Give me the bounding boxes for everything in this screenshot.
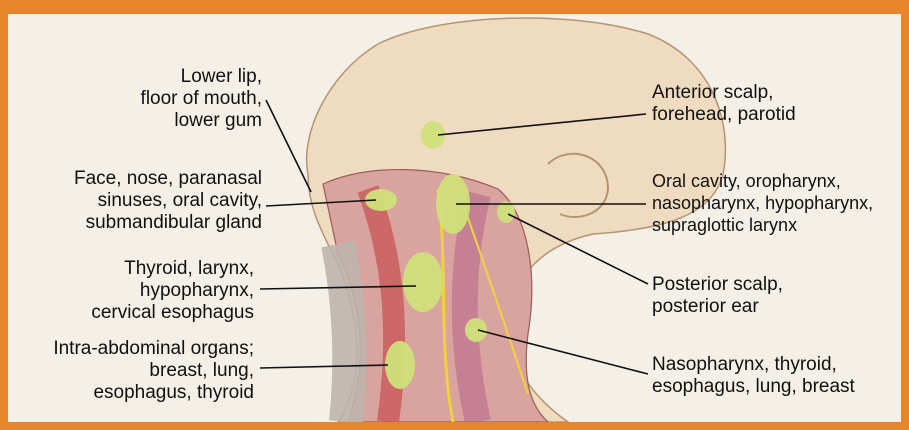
diagram-panel: Lower lip, floor of mouth, lower gum Fac… <box>8 14 901 422</box>
label-intra-abdominal: Intra-abdominal organs; breast, lung, es… <box>18 338 254 404</box>
trachea <box>338 244 349 422</box>
node-midjugular <box>403 252 443 312</box>
label-nasopharynx: Nasopharynx, thyroid, esophagus, lung, b… <box>652 354 897 398</box>
label-face-nose: Face, nose, paranasal sinuses, oral cavi… <box>18 168 262 234</box>
label-anterior-scalp: Anterior scalp, forehead, parotid <box>652 82 892 126</box>
node-supraclavicular <box>385 341 415 389</box>
label-posterior-scalp: Posterior scalp, posterior ear <box>652 274 892 318</box>
label-oral-cavity: Oral cavity, oropharynx, nasopharynx, hy… <box>652 170 901 236</box>
node-lowjugular <box>465 318 487 342</box>
label-thyroid-larynx: Thyroid, larynx, hypopharynx, cervical e… <box>18 258 254 324</box>
label-lower-lip: Lower lip, floor of mouth, lower gum <box>18 66 262 132</box>
